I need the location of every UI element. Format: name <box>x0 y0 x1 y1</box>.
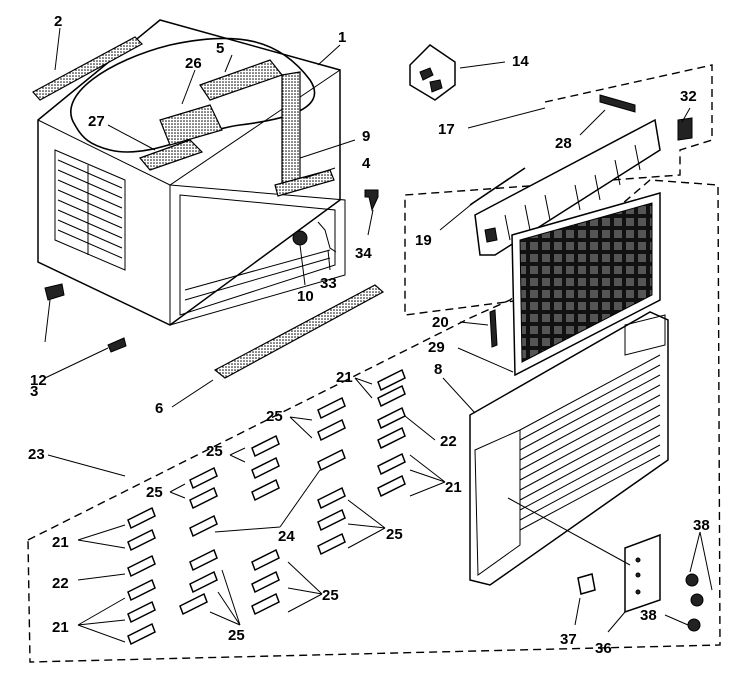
filter-29 <box>511 192 661 377</box>
label-9: 9 <box>362 128 370 145</box>
label-21d: 21 <box>52 619 69 636</box>
label-14: 14 <box>512 53 529 70</box>
label-5: 5 <box>216 40 224 57</box>
label-34: 34 <box>355 245 372 262</box>
label-26: 26 <box>185 55 202 72</box>
label-29: 29 <box>428 339 445 356</box>
label-25d: 25 <box>386 526 403 543</box>
drain-plug <box>44 283 65 301</box>
vane-assembly-17 <box>474 118 661 256</box>
label-36: 36 <box>595 640 612 657</box>
foam-strip-4 <box>274 169 335 197</box>
top-seal-strip <box>32 36 143 101</box>
label-22b: 22 <box>52 575 69 592</box>
block-37 <box>577 573 596 595</box>
nut-10 <box>292 230 308 246</box>
label-25e: 25 <box>322 587 339 604</box>
group-outline-23 <box>27 179 721 663</box>
cabinet <box>37 19 346 326</box>
label-8: 8 <box>434 361 442 378</box>
bottom-rail <box>213 284 385 379</box>
label-2: 2 <box>54 13 62 30</box>
clip-32 <box>677 117 693 141</box>
label-22a: 22 <box>440 433 457 450</box>
clip-33 <box>317 221 337 253</box>
foam-strip-9 <box>281 71 301 191</box>
label-19: 19 <box>415 232 432 249</box>
label-21c: 21 <box>52 534 69 551</box>
label-3b: 3 <box>30 383 38 400</box>
label-4: 4 <box>362 155 371 172</box>
foam-strip-27 <box>138 139 204 171</box>
leader-lines <box>44 27 713 643</box>
label-12: 12 <box>30 372 47 389</box>
label-25c: 25 <box>146 484 163 501</box>
label-38a: 38 <box>693 517 710 534</box>
part-labels: 2 1 5 26 27 9 4 34 10 33 12 3 6 14 17 28… <box>28 13 710 657</box>
label-23: 23 <box>28 446 45 463</box>
screw-34 <box>364 189 379 212</box>
label-1: 1 <box>338 29 346 46</box>
label-24: 24 <box>278 528 295 545</box>
screws-38 <box>685 573 704 632</box>
front-panel-8 <box>469 311 669 586</box>
label-25a: 25 <box>266 408 283 425</box>
label-38b: 38 <box>640 607 657 624</box>
label-33: 33 <box>320 275 337 292</box>
label-20: 20 <box>432 314 449 331</box>
clip-set <box>127 368 406 646</box>
label-27: 27 <box>88 113 105 130</box>
label-17: 17 <box>438 121 455 138</box>
rod-19 <box>469 167 526 206</box>
screw-3 <box>107 337 127 353</box>
label-37: 37 <box>560 631 577 648</box>
label-32: 32 <box>680 88 697 105</box>
foam-strip-26 <box>159 104 223 146</box>
label-28: 28 <box>555 135 572 152</box>
group-outline-17 <box>404 64 713 316</box>
label-6: 6 <box>155 400 163 417</box>
label-25f: 25 <box>228 627 245 644</box>
label-21b: 21 <box>445 479 462 496</box>
mount-plate-36 <box>624 533 661 614</box>
clip-28 <box>599 94 636 113</box>
rod-20 <box>489 309 498 348</box>
label-25b: 25 <box>206 443 223 460</box>
bracket-14 <box>409 44 456 101</box>
label-21a: 21 <box>336 369 353 386</box>
label-10: 10 <box>297 288 314 305</box>
cabinet-side-louvers <box>54 149 126 271</box>
